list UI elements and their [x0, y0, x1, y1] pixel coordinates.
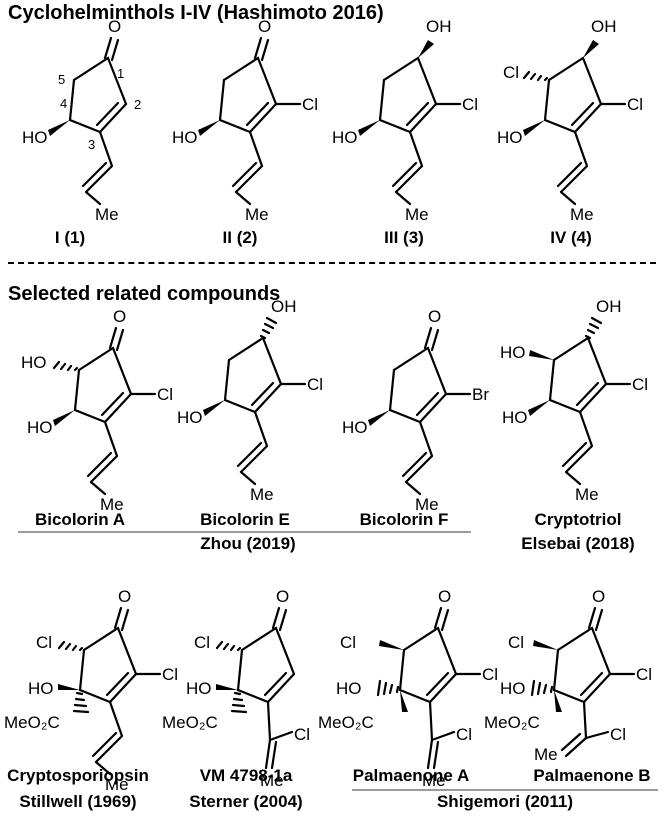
atom-label: Me [100, 495, 124, 514]
atom-label: Cl [162, 665, 178, 684]
section-title: Selected related compounds [8, 283, 281, 305]
atom-label: HO [22, 128, 48, 147]
atom-label: HO [497, 128, 523, 147]
atom-label: MeO₂C [162, 713, 218, 732]
locant-label: 5 [58, 72, 65, 87]
atom-label: O [438, 587, 451, 606]
atom-label: MeO₂C [318, 713, 374, 732]
atom-label: Me [250, 485, 274, 504]
compound-label: Bicolorin A [34, 510, 126, 529]
reference-label: Sterner (2004) [189, 792, 303, 811]
atom-label: OH [271, 297, 297, 316]
atom-label: Br [472, 385, 489, 404]
compound-label: IV (4) [550, 228, 592, 247]
atom-label: O [592, 587, 605, 606]
locant-label: 3 [88, 137, 95, 152]
compound-label: I (1) [54, 228, 86, 247]
group-underline [352, 789, 658, 791]
atom-label: HO [177, 408, 203, 427]
atom-label: Me [534, 745, 558, 764]
atom-label: HO [336, 679, 362, 698]
atom-label: HO [21, 353, 47, 372]
atom-label: HO [27, 418, 53, 437]
atom-label: Cl [302, 95, 318, 114]
reference-label: Shigemori (2011) [436, 792, 574, 811]
atom-label: Cl [456, 725, 472, 744]
reference-label: Zhou (2019) [200, 534, 296, 553]
atom-label: MeO₂C [4, 713, 60, 732]
atom-label: O [108, 17, 121, 36]
reference-label: Elsebai (2018) [521, 534, 635, 553]
atom-label: Cl [610, 725, 626, 744]
atom-label: OH [426, 17, 452, 36]
atom-label: O [428, 307, 441, 326]
atom-label: HO [172, 128, 198, 147]
compound-label: Bicolorin F [359, 510, 449, 529]
atom-label: Cl [194, 633, 210, 652]
atom-label: O [258, 17, 271, 36]
atom-label: Me [422, 771, 446, 790]
atom-label: Me [570, 205, 594, 224]
atom-label: Cl [294, 725, 310, 744]
atom-label: O [276, 587, 289, 606]
group-underline [18, 531, 471, 533]
atom-label: Cl [627, 95, 643, 114]
compound-label: II (2) [222, 228, 258, 247]
locant-label: 4 [60, 96, 67, 111]
atom-label: HO [502, 408, 528, 427]
atom-label: Cl [157, 385, 173, 404]
section-divider [8, 262, 656, 264]
compound-label: Cryptotriol [534, 510, 622, 529]
atom-label: Cl [508, 633, 524, 652]
atom-label: Me [415, 495, 439, 514]
atom-label: Cl [636, 665, 652, 684]
page-title: Cyclohelminthols I-IV (Hashimoto 2016) [8, 2, 384, 24]
atom-label: HO [342, 418, 368, 437]
atom-label: Cl [307, 375, 323, 394]
atom-label: Me [405, 205, 429, 224]
atom-label: Cl [462, 95, 478, 114]
atom-label: O [113, 307, 126, 326]
atom-label: HO [186, 679, 212, 698]
atom-label: HO [500, 343, 526, 362]
atom-label: Me [105, 775, 129, 794]
atom-label: OH [596, 297, 622, 316]
atom-label: O [118, 587, 131, 606]
locant-label: 2 [134, 97, 141, 112]
atom-label: HO [500, 679, 526, 698]
atom-label: Me [260, 771, 284, 790]
atom-label: Cl [36, 633, 52, 652]
atom-label: HO [332, 128, 358, 147]
atom-label: MeO₂C [484, 713, 540, 732]
compound-label: Cryptosporiopsin [7, 766, 149, 785]
compound-label: Palmaenone A [352, 766, 470, 785]
atom-label: OH [591, 17, 617, 36]
atom-label: Me [95, 205, 119, 224]
atom-label: Cl [632, 375, 648, 394]
compound-label: VM 4798-1a [199, 766, 293, 785]
atom-label: Cl [340, 633, 356, 652]
compound-label: III (3) [384, 228, 424, 247]
atom-label: Cl [503, 63, 519, 82]
compound-label: Palmaenone B [533, 766, 651, 785]
reference-label: Stillwell (1969) [19, 792, 137, 811]
atom-label: HO [28, 679, 54, 698]
atom-label: Me [245, 205, 269, 224]
locant-label: 1 [117, 66, 124, 81]
atom-label: Me [575, 485, 599, 504]
atom-label: Cl [482, 665, 498, 684]
compound-label: Bicolorin E [200, 510, 290, 529]
